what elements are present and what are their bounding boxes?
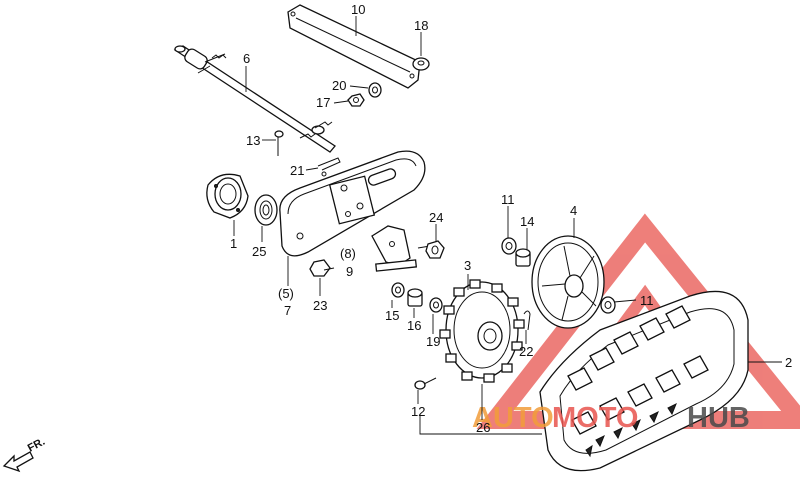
part-bearing-25: [254, 194, 278, 226]
part-label-10: 10: [351, 2, 365, 17]
part-labels: 10 18 6 20 17 13 21 1 25 (8) 9 24 11 14 …: [230, 2, 792, 435]
part-washer-11-top: [501, 237, 517, 255]
part-collar-16: [407, 288, 423, 307]
part-bolt-23: [309, 259, 335, 277]
part-label-18: 18: [414, 18, 428, 33]
part-pin-13: [274, 130, 284, 156]
part-washer-19: [429, 297, 443, 313]
part-washer-11-lower: [600, 296, 616, 314]
part-label-15: 15: [385, 308, 399, 323]
part-track-2: [539, 290, 749, 472]
part-wheel-4: [531, 235, 605, 329]
part-label-20: 20: [332, 78, 346, 93]
part-label-3: 3: [464, 258, 471, 273]
part-label-14: 14: [520, 214, 534, 229]
part-label-13: 13: [246, 133, 260, 148]
part-washer-20: [368, 82, 382, 98]
track-teeth: [585, 402, 677, 458]
watermark-hub: HUB: [687, 402, 750, 434]
watermark-text: AUTO MOTO HUB: [472, 402, 750, 434]
part-chaincase-7: [279, 150, 426, 257]
part-label-17: 17: [316, 95, 330, 110]
part-label-26: 26: [476, 420, 490, 435]
part-clip-22: [523, 310, 531, 331]
part-label-11-lower: 11: [640, 293, 654, 308]
part-bolt-12: [414, 377, 437, 390]
front-direction-marker: FR.: [2, 436, 47, 473]
part-cotterpin-21: [317, 157, 341, 171]
part-label-25: 25: [252, 244, 266, 259]
leader-lines: [233, 16, 782, 435]
part-nut-18: [412, 57, 430, 71]
part-collar-14: [515, 248, 531, 267]
part-label-9: 9: [346, 264, 353, 279]
watermark-moto: MOTO: [552, 402, 638, 434]
part-label-7: 7: [284, 303, 291, 318]
part-label-5: (5): [278, 286, 294, 301]
part-nut-17: [347, 93, 365, 107]
part-bolt-24: [417, 240, 445, 259]
part-bearing-holder-1: [206, 173, 249, 219]
part-label-1: 1: [230, 236, 237, 251]
part-label-21: 21: [290, 163, 304, 178]
part-label-8: (8): [340, 246, 356, 261]
front-direction-label: FR.: [26, 436, 47, 455]
part-label-2: 2: [785, 355, 792, 370]
part-label-19: 19: [426, 334, 440, 349]
watermark-auto: AUTO: [472, 402, 554, 434]
part-label-12: 12: [411, 404, 425, 419]
part-washer-15: [391, 282, 405, 298]
part-label-11-top: 11: [501, 192, 515, 207]
part-label-16: 16: [407, 318, 421, 333]
part-label-6: 6: [243, 51, 250, 66]
part-sprocket-3: [439, 279, 525, 383]
part-stay-9: [371, 225, 418, 272]
part-shaft-6: [173, 45, 336, 153]
part-label-4: 4: [570, 203, 577, 218]
part-label-24: 24: [429, 210, 443, 225]
track-lugs: [567, 305, 709, 435]
part-label-23: 23: [313, 298, 327, 313]
part-bracket-10: [287, 4, 421, 89]
part-label-22: 22: [519, 344, 533, 359]
